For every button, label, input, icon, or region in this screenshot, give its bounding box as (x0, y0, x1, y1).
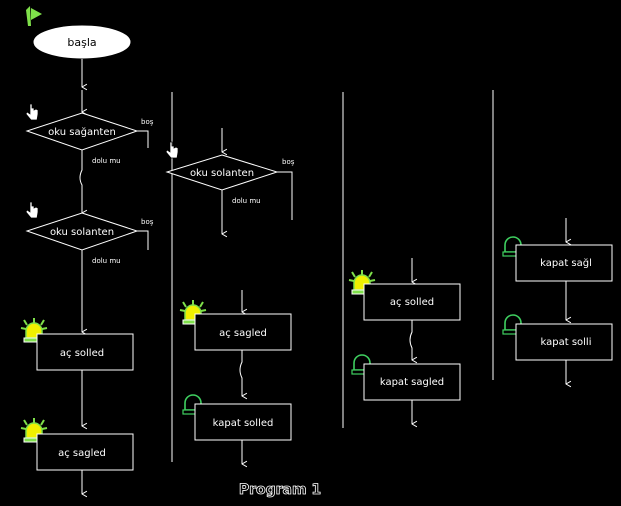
process-box-2-label: aç sagled (58, 448, 106, 459)
flag-icon (26, 6, 42, 26)
no-branch-label: dolu mu (92, 157, 121, 165)
decision-2[interactable]: oku solanten (25, 212, 139, 251)
process-box-7-label: kapat sağl (540, 257, 592, 269)
no-branch-label: dolu mu (92, 257, 121, 265)
process-box-3-label: aç sagled (219, 328, 267, 339)
process-box-5[interactable]: aç solled (363, 283, 461, 321)
yes-branch-label: boş (141, 218, 154, 226)
yes-branch-label: boş (282, 158, 295, 166)
process-box-8-label: kapat solli (541, 337, 592, 348)
process-box-6[interactable]: kapat sagled (363, 363, 461, 401)
no-branch-label: dolu mu (232, 197, 261, 205)
decision-1[interactable]: oku sağanten (25, 112, 139, 151)
process-box-3[interactable]: aç sagled (194, 313, 292, 351)
process-box-4[interactable]: kapat solled (194, 403, 292, 441)
program-caption: Program 1 (239, 482, 321, 498)
pointer-hand-icon (25, 201, 39, 219)
decision-3-label: oku solanten (190, 168, 254, 179)
column-1: başla oku sağanten boş dolu mu oku solan… (20, 6, 154, 494)
column-2: oku solanten boş dolu mu aç sagled kapat… (165, 92, 295, 464)
decision-1-label: oku sağanten (48, 126, 116, 138)
process-box-7[interactable]: kapat sağl (515, 244, 613, 282)
column-4: kapat sağl kapat solli (492, 90, 613, 384)
process-box-4-label: kapat solled (213, 418, 274, 429)
start-node[interactable]: başla (33, 25, 131, 59)
process-box-5-label: aç solled (390, 297, 434, 308)
decision-3[interactable]: oku solanten (165, 154, 279, 191)
process-box-6-label: kapat sagled (380, 377, 444, 388)
pointer-hand-icon (25, 103, 39, 121)
start-label: başla (67, 36, 96, 49)
process-box-1-label: aç solled (60, 348, 104, 359)
decision-2-label: oku solanten (50, 227, 114, 238)
yes-branch-label: boş (141, 118, 154, 126)
pointer-hand-icon (165, 141, 179, 159)
column-3: aç solled kapat sagled (342, 92, 461, 428)
process-box-2[interactable]: aç sagled (36, 433, 134, 471)
process-box-8[interactable]: kapat solli (515, 323, 613, 361)
process-box-1[interactable]: aç solled (36, 333, 134, 371)
